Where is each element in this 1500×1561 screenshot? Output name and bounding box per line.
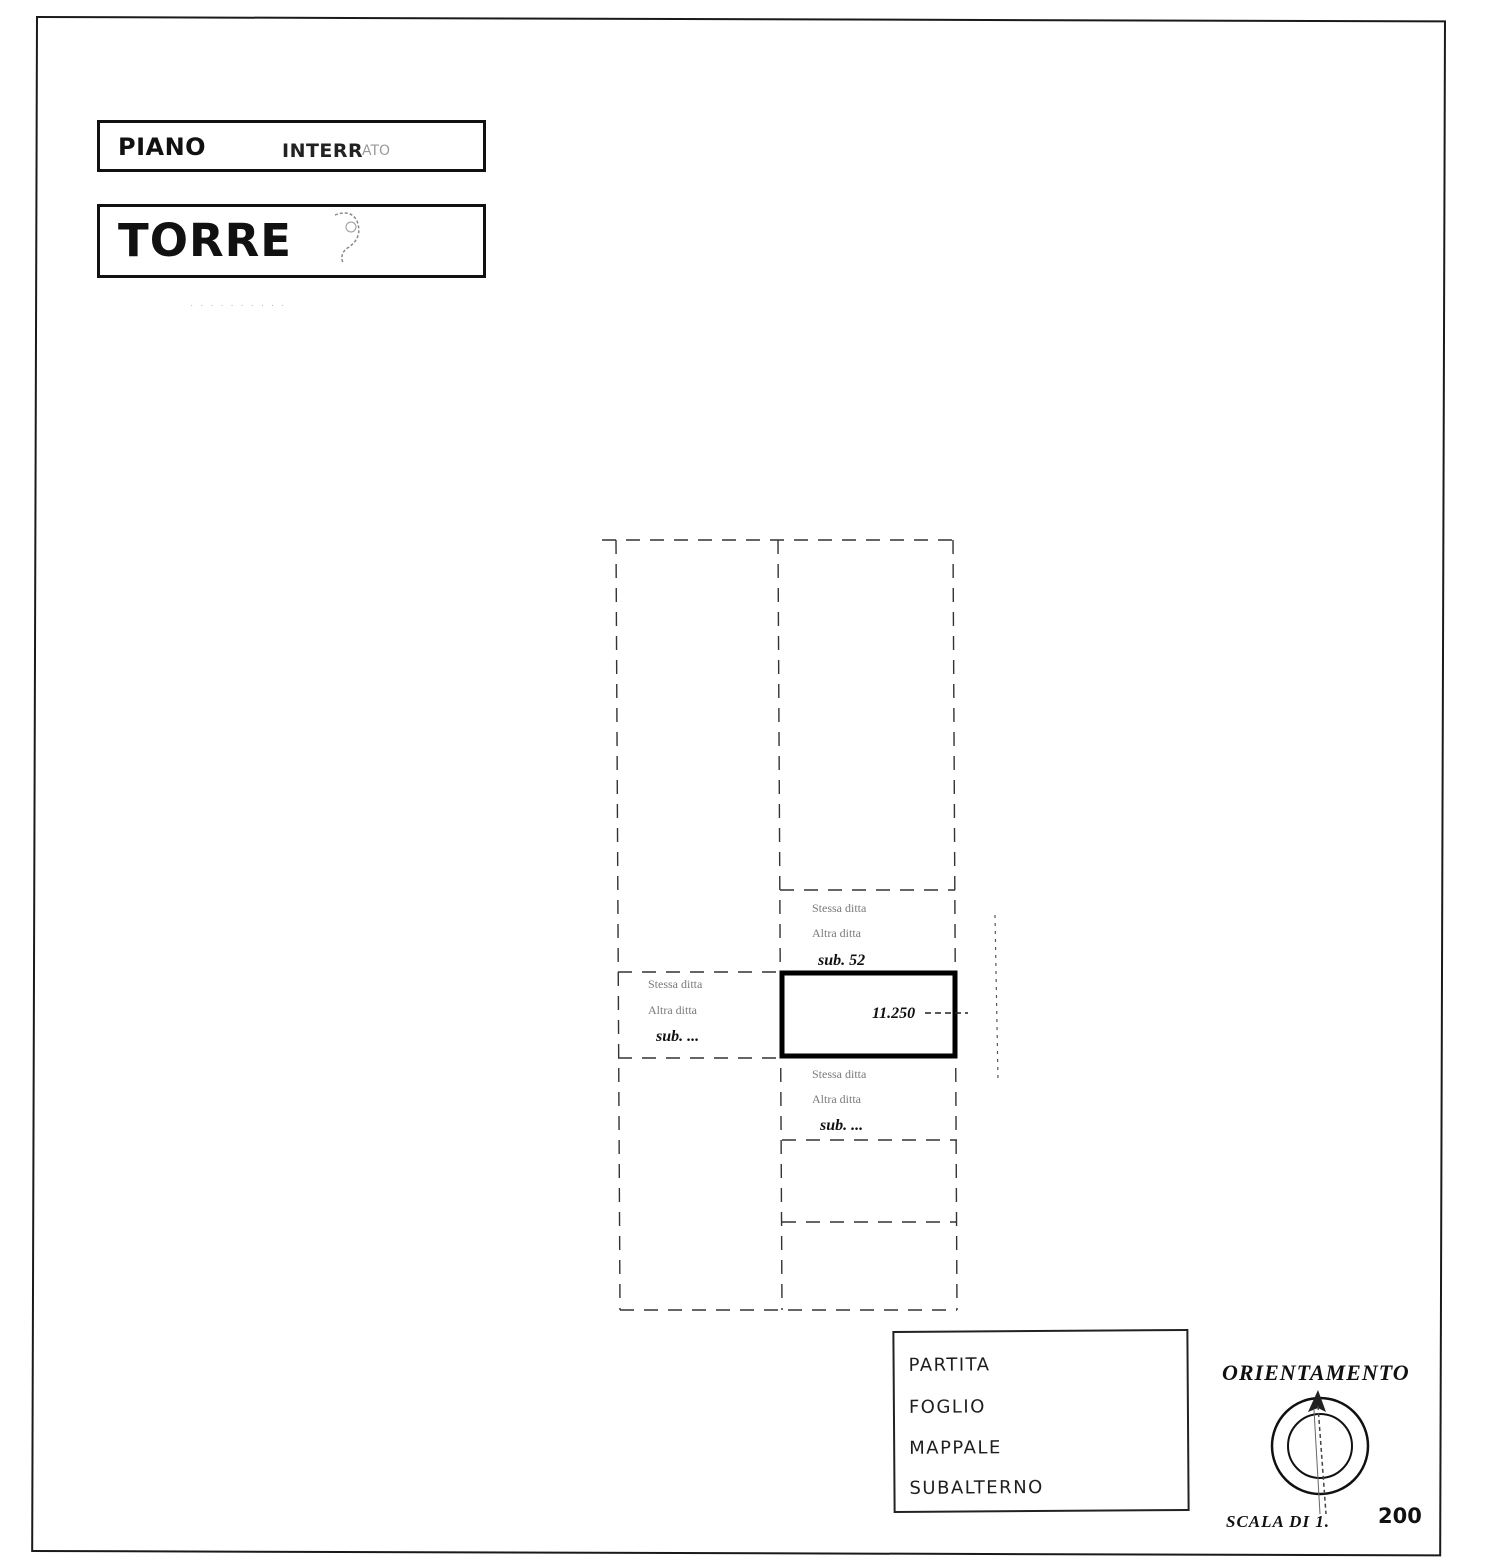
building-label-box: TORRE [97, 204, 486, 278]
building-label: TORRE [118, 214, 292, 267]
info-row-mappale: MAPPALE [909, 1437, 1002, 1459]
orientation-title: ORIENTAMENTO [1222, 1360, 1410, 1385]
unit-b-label-top: Stessa ditta [648, 977, 703, 991]
highlight-value: 11.250 [872, 1005, 915, 1022]
stamp-mark [334, 212, 360, 264]
unit-a-label-sub: sub. 52 [817, 952, 865, 969]
unit-c-label-mid: Altra ditta [812, 1092, 862, 1106]
vertical-dimension-line [994, 914, 999, 1081]
unit-b-label-mid: Altra ditta [648, 1003, 698, 1017]
unit-a-label-top: Stessa ditta [812, 901, 867, 915]
plan-outline-middle [777, 539, 783, 1311]
scale-value: 200 [1378, 1504, 1422, 1528]
floor-label: PIANO [118, 133, 207, 161]
scale-label: SCALA DI 1. [1226, 1512, 1331, 1531]
unit-b-label-sub: sub. ... [655, 1028, 699, 1045]
faint-annotation: · · · · · · · · · · [190, 300, 287, 311]
floor-value-faded: ATO [362, 143, 391, 159]
unit-c-label-top: Stessa ditta [812, 1067, 867, 1081]
floor-value: INTERR [282, 140, 364, 162]
unit-c-label-sub: sub. ... [819, 1117, 863, 1134]
cadastral-info-box: PARTITA FOGLIO MAPPALE SUBALTERNO [892, 1328, 1190, 1514]
info-row-partita: PARTITA [908, 1354, 991, 1376]
info-row-foglio: FOGLIO [908, 1396, 986, 1418]
highlighted-unit [779, 970, 958, 1059]
plan-outline-left [615, 539, 621, 1311]
floor-label-box: PIANO INTERR ATO [97, 120, 486, 172]
unit-a-label-mid: Altra ditta [812, 926, 862, 940]
compass-icon [1270, 1390, 1370, 1515]
plan-outline-right [952, 539, 958, 1311]
info-row-subalterno: SUBALTERNO [909, 1476, 1044, 1499]
